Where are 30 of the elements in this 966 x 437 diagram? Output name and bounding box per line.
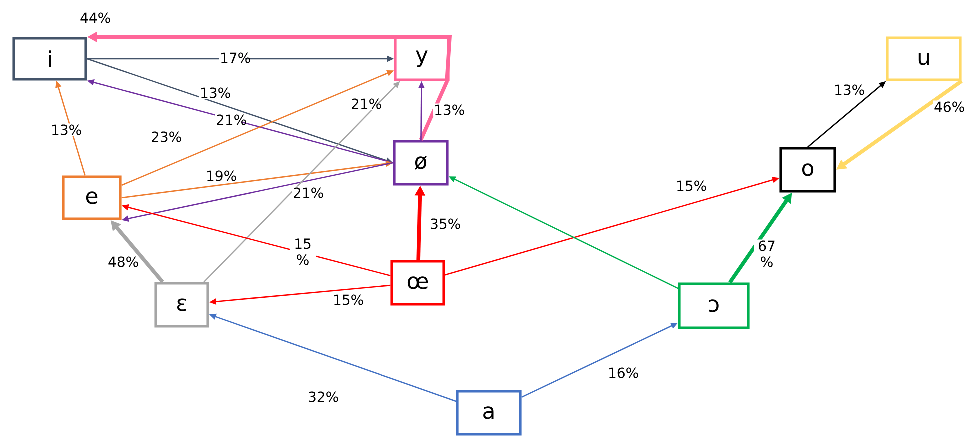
edge-label: 23% — [150, 130, 182, 144]
edge-label: 13% — [833, 84, 864, 96]
edge-label: 48% — [107, 256, 138, 268]
node-box: ɛ — [154, 282, 210, 328]
edge-label: 13% — [199, 86, 230, 100]
edge-label: 13% — [433, 104, 464, 116]
edge-label: 32% — [307, 390, 338, 404]
edge-label: 15 % — [290, 238, 316, 266]
edge-label: 67 % — [754, 240, 780, 268]
node-box: o — [780, 147, 836, 193]
node-box: u — [886, 36, 962, 82]
edge-label: 16% — [607, 366, 638, 380]
edge-label: 44% — [79, 12, 110, 24]
node-box: ɔ — [678, 282, 750, 330]
edge-label: 19% — [205, 170, 236, 182]
edge-label: 15% — [332, 294, 364, 306]
node-box: œ — [390, 260, 446, 306]
edge-label: 46% — [933, 100, 964, 114]
edge-label: 21% — [215, 114, 246, 126]
node-box: y — [394, 36, 450, 82]
node-box: ø — [393, 140, 449, 186]
edge-label: 21% — [292, 186, 324, 200]
node-box: a — [456, 390, 522, 436]
edge-label: 35% — [429, 218, 460, 230]
node-box: e — [62, 176, 122, 220]
node-box: i — [12, 37, 88, 81]
edge-label: 21% — [350, 98, 382, 110]
edge-label: 15% — [675, 180, 706, 192]
edge-label: 17% — [219, 52, 250, 64]
edge-label: 13% — [50, 124, 82, 136]
